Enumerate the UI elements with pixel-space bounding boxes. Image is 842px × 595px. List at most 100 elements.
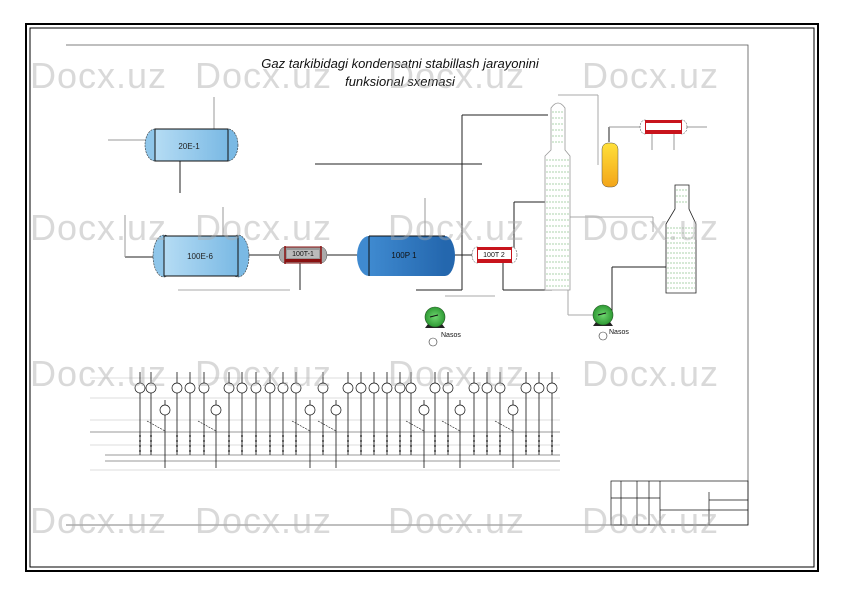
signal-dot — [499, 440, 501, 442]
exchanger-100t1-label: 100T-1 — [292, 251, 314, 258]
pipelines — [108, 94, 707, 316]
signal-dot — [282, 440, 284, 442]
signal-dot — [486, 435, 488, 437]
signal-dot — [139, 450, 141, 452]
signal-dot — [269, 440, 271, 442]
signal-dot — [150, 440, 152, 442]
signal-dot — [486, 450, 488, 452]
signal-dot — [434, 445, 436, 447]
signal-dot — [486, 445, 488, 447]
signal-dot — [228, 450, 230, 452]
signal-dot — [150, 450, 152, 452]
signal-dot — [241, 435, 243, 437]
diagram-title-line2: funksional sxemasi — [345, 74, 455, 89]
control-instrument-symbol — [159, 404, 171, 416]
instrument-symbol — [134, 382, 146, 394]
signal-dot — [399, 435, 401, 437]
instrument-symbol — [368, 382, 380, 394]
instrument-symbol — [355, 382, 367, 394]
signal-dot — [189, 435, 191, 437]
instrument-symbol — [171, 382, 183, 394]
signal-dot — [499, 450, 501, 452]
exchanger-100t1: 100T-1 — [278, 246, 328, 264]
instrument-symbol — [429, 382, 441, 394]
signal-dot — [295, 445, 297, 447]
instrument-symbol — [264, 382, 276, 394]
instrument-symbol — [442, 382, 454, 394]
outer-border — [25, 23, 819, 572]
signal-dot — [373, 435, 375, 437]
pump-2-label: Nasos — [609, 329, 629, 336]
signal-dot — [386, 435, 388, 437]
signal-dot — [203, 435, 205, 437]
pump-2[interactable]: Nasos — [592, 304, 629, 341]
control-instrument-symbol — [507, 404, 519, 416]
signal-dot — [447, 435, 449, 437]
reflux-drum — [601, 142, 619, 188]
signal-dot — [189, 445, 191, 447]
instrument-symbol — [236, 382, 248, 394]
signal-dot — [176, 440, 178, 442]
signal-dot — [322, 440, 324, 442]
instrument-symbol — [290, 382, 302, 394]
signal-dot — [241, 445, 243, 447]
signal-dot — [486, 440, 488, 442]
signal-dot — [410, 440, 412, 442]
signal-dot — [399, 440, 401, 442]
signal-dot — [551, 435, 553, 437]
instrument-symbol — [184, 382, 196, 394]
inner-border — [29, 27, 815, 568]
signal-dot — [282, 435, 284, 437]
stabilization-column — [544, 102, 571, 291]
signal-dot — [360, 450, 362, 452]
signal-dot — [176, 445, 178, 447]
signal-dot — [551, 445, 553, 447]
signal-dot — [139, 440, 141, 442]
control-instrument-symbol — [330, 404, 342, 416]
signal-dot — [525, 445, 527, 447]
signal-dot — [203, 450, 205, 452]
signal-dot — [269, 450, 271, 452]
signal-dot — [473, 450, 475, 452]
signal-dot — [473, 445, 475, 447]
signal-dot — [295, 440, 297, 442]
instrument-symbol — [520, 382, 532, 394]
pump-1-label: Nasos — [441, 332, 461, 339]
signal-dot — [228, 440, 230, 442]
signal-dot — [473, 435, 475, 437]
exchanger-100t2: 100T 2 — [471, 246, 518, 264]
signal-dot — [399, 450, 401, 452]
signal-dot — [255, 450, 257, 452]
title-block — [610, 480, 749, 526]
vessel-100p1: 100P 1 — [357, 235, 455, 276]
signal-dot — [551, 450, 553, 452]
vessel-100e6-label: 100E-6 — [187, 252, 213, 261]
signal-dot — [203, 440, 205, 442]
signal-dot — [176, 450, 178, 452]
signal-dot — [447, 440, 449, 442]
instrument-symbol — [250, 382, 262, 394]
signal-dot — [525, 440, 527, 442]
signal-dot — [255, 435, 257, 437]
signal-dot — [473, 440, 475, 442]
signal-dot — [347, 435, 349, 437]
instrument-symbol — [494, 382, 506, 394]
instrument-symbol — [317, 382, 329, 394]
signal-dot — [241, 450, 243, 452]
signal-dot — [347, 445, 349, 447]
signal-dot — [551, 440, 553, 442]
signal-dot — [322, 450, 324, 452]
signal-dot — [347, 440, 349, 442]
signal-dot — [447, 445, 449, 447]
signal-dot — [139, 435, 141, 437]
signal-dot — [203, 445, 205, 447]
signal-dot — [322, 445, 324, 447]
signal-dot — [538, 450, 540, 452]
signal-dot — [538, 440, 540, 442]
control-instrument-symbol — [454, 404, 466, 416]
pump-1[interactable]: Nasos — [424, 306, 461, 347]
signal-dot — [538, 445, 540, 447]
signal-dot — [255, 445, 257, 447]
instrument-symbol — [198, 382, 210, 394]
